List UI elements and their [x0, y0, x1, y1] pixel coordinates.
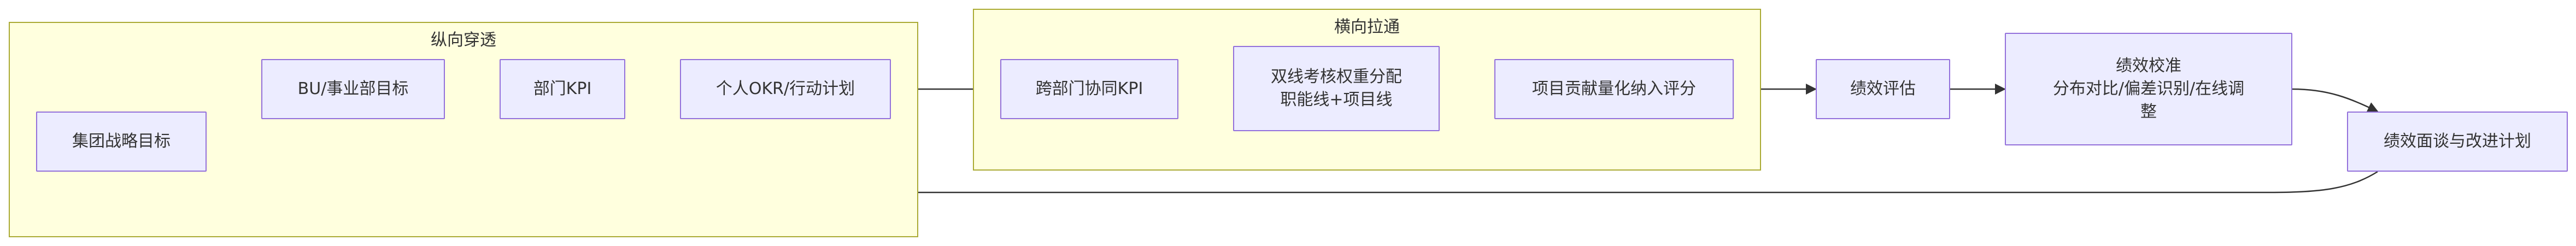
cluster-vertical: 纵向穿透	[9, 22, 918, 237]
node-review-plan[interactable]: 绩效面谈与改进计划	[2347, 112, 2568, 172]
node-review-plan-label: 绩效面谈与改进计划	[2384, 132, 2531, 151]
node-dual-line-weight[interactable]: 双线考核权重分配 职能线+项目线	[1233, 46, 1440, 131]
node-dual-line-weight-line-1: 双线考核权重分配	[1271, 67, 1402, 86]
node-calibration[interactable]: 绩效校准 分布对比/偏差识别/在线调 整	[2005, 33, 2292, 145]
node-project-contribution-label: 项目贡献量化纳入评分	[1532, 79, 1696, 98]
node-bu-goal[interactable]: BU/事业部目标	[261, 59, 445, 119]
cluster-vertical-label: 纵向穿透	[431, 31, 496, 50]
node-calibration-line-1: 绩效校准	[2116, 56, 2181, 75]
node-dept-kpi-label: 部门KPI	[533, 79, 592, 98]
node-cross-dept-kpi-label: 跨部门协同KPI	[1035, 79, 1143, 98]
node-bu-goal-label: BU/事业部目标	[297, 79, 409, 98]
node-calibration-line-2: 分布对比/偏差识别/在线调	[2052, 79, 2245, 98]
node-personal-okr[interactable]: 个人OKR/行动计划	[680, 59, 891, 119]
edge-calibration-to-review	[2292, 88, 2379, 113]
node-performance-eval[interactable]: 绩效评估	[1816, 59, 1950, 119]
node-project-contribution[interactable]: 项目贡献量化纳入评分	[1494, 59, 1734, 119]
node-cross-dept-kpi[interactable]: 跨部门协同KPI	[1000, 59, 1178, 119]
node-performance-eval-label: 绩效评估	[1850, 79, 1916, 98]
node-dual-line-weight-line-2: 职能线+项目线	[1280, 90, 1393, 109]
node-group-strategy-label: 集团战略目标	[72, 132, 171, 151]
node-dept-kpi[interactable]: 部门KPI	[500, 59, 625, 119]
node-personal-okr-label: 个人OKR/行动计划	[715, 79, 855, 98]
node-calibration-line-3: 整	[2140, 102, 2157, 121]
node-group-strategy[interactable]: 集团战略目标	[36, 112, 207, 172]
cluster-horizontal-label: 横向拉通	[1334, 17, 1400, 37]
